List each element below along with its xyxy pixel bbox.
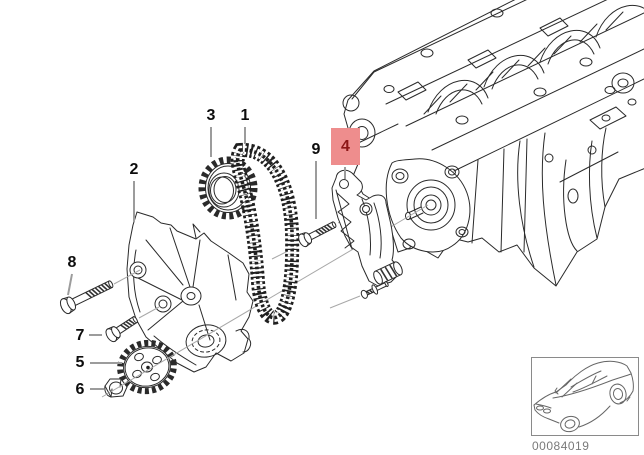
bolt-7-drawing [105, 316, 138, 343]
callout-8[interactable]: 8 [67, 254, 77, 271]
tensioner-stud-drawing [360, 281, 389, 299]
callout-6[interactable]: 6 [75, 381, 85, 398]
vehicle-thumbnail [531, 357, 639, 436]
oil-pump-housing-drawing [126, 211, 254, 373]
callout-4-highlighted[interactable]: 4 [331, 128, 360, 165]
callout-5[interactable]: 5 [75, 354, 85, 371]
callout-9[interactable]: 9 [311, 141, 321, 158]
bolt-8-drawing [59, 280, 114, 315]
callout-2[interactable]: 2 [129, 161, 139, 178]
callout-leader-lines [67, 127, 346, 390]
nut-drawing [104, 378, 128, 398]
bolt-9-drawing [298, 221, 337, 248]
tensioner-drawing [331, 169, 403, 299]
car-icon [533, 360, 634, 433]
image-number: 00084019 [532, 439, 590, 453]
callout-1[interactable]: 1 [240, 107, 250, 124]
callout-7[interactable]: 7 [75, 327, 85, 344]
engine-block-drawing [337, 0, 644, 287]
pump-sprocket-drawing [117, 339, 177, 395]
timing-chain-drawing [230, 142, 300, 325]
callout-3[interactable]: 3 [206, 107, 216, 124]
